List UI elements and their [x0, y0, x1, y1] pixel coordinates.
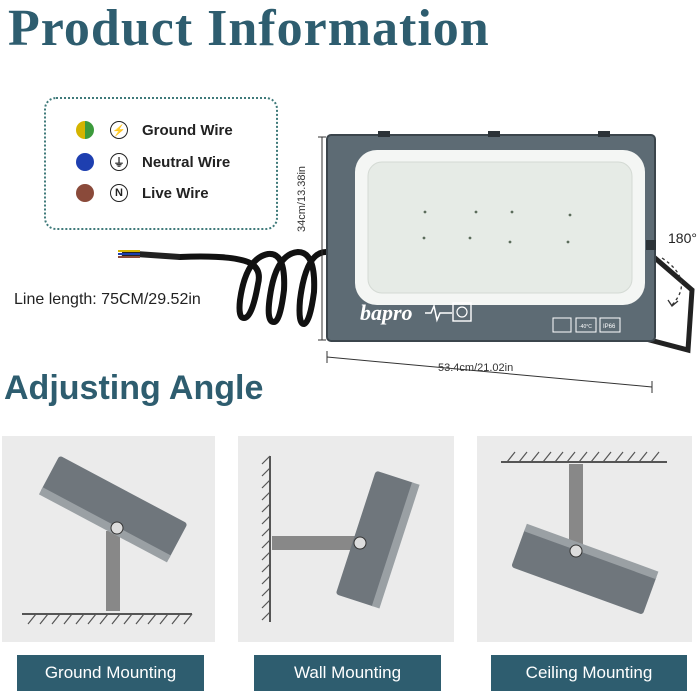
wall-mount-illustration — [261, 455, 420, 622]
legend-item-neutral: ⏚ Neutral Wire — [76, 150, 230, 174]
rotation-angle-label: 180° — [668, 230, 697, 246]
floodlight-illustration: bapro -40°C IP66 — [118, 131, 695, 393]
cable-wire-ends — [118, 250, 181, 260]
rotation-arrow-icon — [661, 257, 683, 306]
brand-logo: bapro — [360, 300, 413, 325]
legend-label: Live Wire — [142, 184, 209, 202]
page-title: Product Information — [8, 0, 490, 57]
ceiling-mount-illustration — [501, 451, 667, 614]
lightning-icon: ⚡ — [110, 121, 128, 139]
ground-mount-illustration — [22, 456, 193, 625]
ceiling-mounting-panel — [477, 436, 692, 642]
ground-mounting-panel — [2, 436, 215, 642]
led-dots — [422, 210, 572, 244]
legend-label: Ground Wire — [142, 121, 233, 139]
wire-legend: ⚡ Ground Wire ⏚ Neutral Wire N Live Wire — [44, 97, 278, 230]
height-dimension-label: 34cm/13.38in — [296, 165, 308, 232]
wall-mounting-panel — [238, 436, 454, 642]
neutral-color-dot — [76, 153, 94, 171]
n-symbol-icon: N — [110, 184, 128, 202]
ground-symbol-icon: ⏚ — [110, 153, 128, 171]
ground-color-dot — [76, 121, 94, 139]
ceiling-mounting-button[interactable]: Ceiling Mounting — [491, 655, 687, 691]
width-dimension-label: 53.4cm/21.02in — [438, 362, 514, 374]
legend-label: Neutral Wire — [142, 153, 231, 171]
dimension-lines — [318, 136, 653, 393]
legend-item-ground: ⚡ Ground Wire — [76, 118, 233, 142]
ground-mounting-button[interactable]: Ground Mounting — [17, 655, 204, 691]
line-length-label: Line length: 75CM/29.52in — [14, 291, 201, 308]
wall-mounting-button[interactable]: Wall Mounting — [254, 655, 441, 691]
power-cable — [177, 248, 329, 328]
ip-label: IP66 — [603, 324, 616, 330]
section-title: Adjusting Angle — [4, 369, 264, 407]
legend-item-live: N Live Wire — [76, 181, 209, 205]
live-color-dot — [76, 184, 94, 202]
temp-label: -40°C — [579, 324, 592, 330]
